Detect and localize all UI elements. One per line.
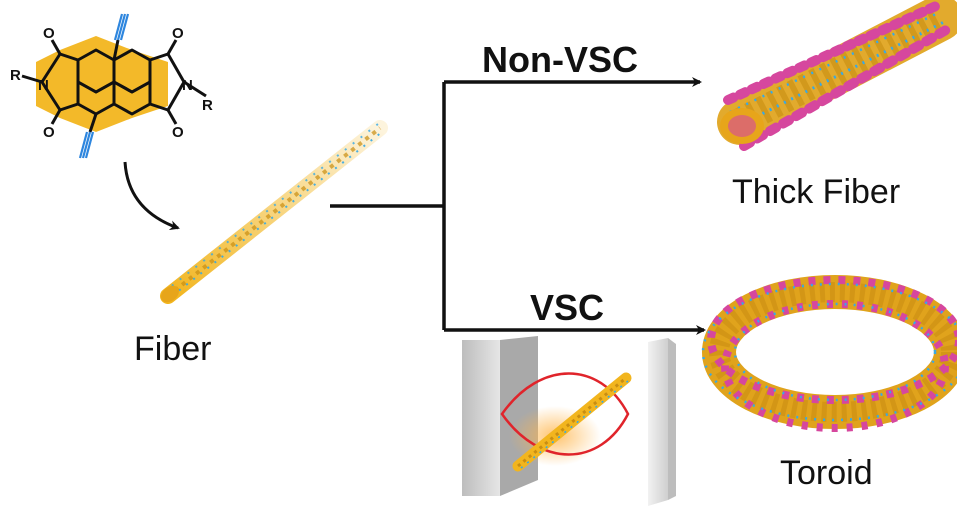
thick-fiber-label: Thick Fiber <box>732 173 900 211</box>
oxygen-top-left: O <box>43 25 55 42</box>
oxygen-bottom-left: O <box>43 124 55 141</box>
nitrogen-left: N <box>38 77 49 94</box>
ndi-molecule-structure: R N O O O O N R <box>10 13 213 159</box>
cavity-mirror-right <box>648 338 668 506</box>
thick-fiber-illustration <box>717 0 957 151</box>
optical-cavity <box>462 336 676 506</box>
toroid-illustration <box>701 275 957 432</box>
toroid-label: Toroid <box>780 454 873 492</box>
cavity-mirror-left <box>462 340 500 496</box>
r-group-right: R <box>202 97 213 114</box>
alkyne-bonds <box>78 13 130 159</box>
oxygen-bottom-right: O <box>172 124 184 141</box>
vsc-label: VSC <box>530 287 604 328</box>
branch-connector <box>330 82 446 330</box>
ndi-bonds <box>21 39 207 133</box>
non-vsc-label: Non-VSC <box>482 39 638 80</box>
nitrogen-right: N <box>182 77 193 94</box>
oxygen-top-right: O <box>172 25 184 42</box>
assembly-curved-arrow <box>123 161 180 230</box>
fiber-label: Fiber <box>134 330 211 368</box>
fiber-illustration <box>160 120 388 304</box>
r-group-left: R <box>10 67 21 84</box>
